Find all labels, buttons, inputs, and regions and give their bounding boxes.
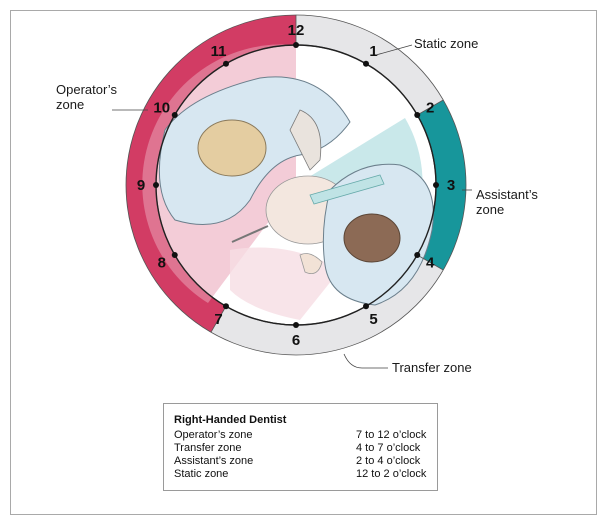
hour-dot — [363, 303, 369, 309]
clock-number: 11 — [211, 43, 227, 60]
clock-number: 8 — [158, 255, 166, 272]
legend-title: Right-Handed Dentist — [174, 413, 437, 428]
hour-dot — [433, 182, 439, 188]
clock-number: 9 — [137, 177, 145, 194]
legend-time: 12 to 2 o’clock — [356, 468, 436, 481]
legend-time: 2 to 4 o’clock — [356, 455, 436, 468]
hour-dot — [414, 252, 420, 258]
legend-row: Static zone 12 to 2 o’clock — [174, 468, 437, 481]
operator-zone-label: Operator’s zone — [56, 82, 117, 112]
legend-zone: Static zone — [174, 468, 356, 481]
transfer-zone-label: Transfer zone — [392, 360, 472, 375]
hour-dot — [363, 61, 369, 67]
assistant-zone-label: Assistant’s zone — [476, 187, 538, 217]
legend-row: Transfer zone 4 to 7 o’clock — [174, 442, 437, 455]
hour-dot — [293, 42, 299, 48]
assistant-head — [344, 214, 400, 262]
legend-zone: Transfer zone — [174, 442, 356, 455]
clock-number: 12 — [288, 22, 305, 39]
hour-dot — [223, 61, 229, 67]
clock-number: 7 — [214, 311, 222, 328]
legend-box: Right-Handed Dentist Operator’s zone 7 t… — [163, 403, 438, 491]
legend-zone: Assistant’s zone — [174, 455, 356, 468]
hour-dot — [172, 112, 178, 118]
legend-row: Operator’s zone 7 to 12 o’clock — [174, 429, 437, 442]
hour-dot — [414, 112, 420, 118]
static-zone-label: Static zone — [414, 36, 478, 51]
legend-row: Assistant’s zone 2 to 4 o’clock — [174, 455, 437, 468]
hour-dot — [223, 303, 229, 309]
hour-dot — [153, 182, 159, 188]
clock-number: 2 — [426, 100, 434, 117]
clock-number: 10 — [153, 100, 170, 117]
clock-number: 3 — [447, 177, 455, 194]
clock-number: 5 — [369, 311, 377, 328]
transfer-zone-leader — [344, 354, 388, 368]
dentist-head — [198, 120, 266, 176]
clock-number: 4 — [426, 255, 435, 272]
hour-dot — [293, 322, 299, 328]
clock-number: 6 — [292, 332, 300, 349]
clock-number: 1 — [369, 43, 377, 60]
legend-time: 4 to 7 o’clock — [356, 442, 436, 455]
hour-dot — [172, 252, 178, 258]
legend-time: 7 to 12 o’clock — [356, 429, 436, 442]
legend-zone: Operator’s zone — [174, 429, 356, 442]
